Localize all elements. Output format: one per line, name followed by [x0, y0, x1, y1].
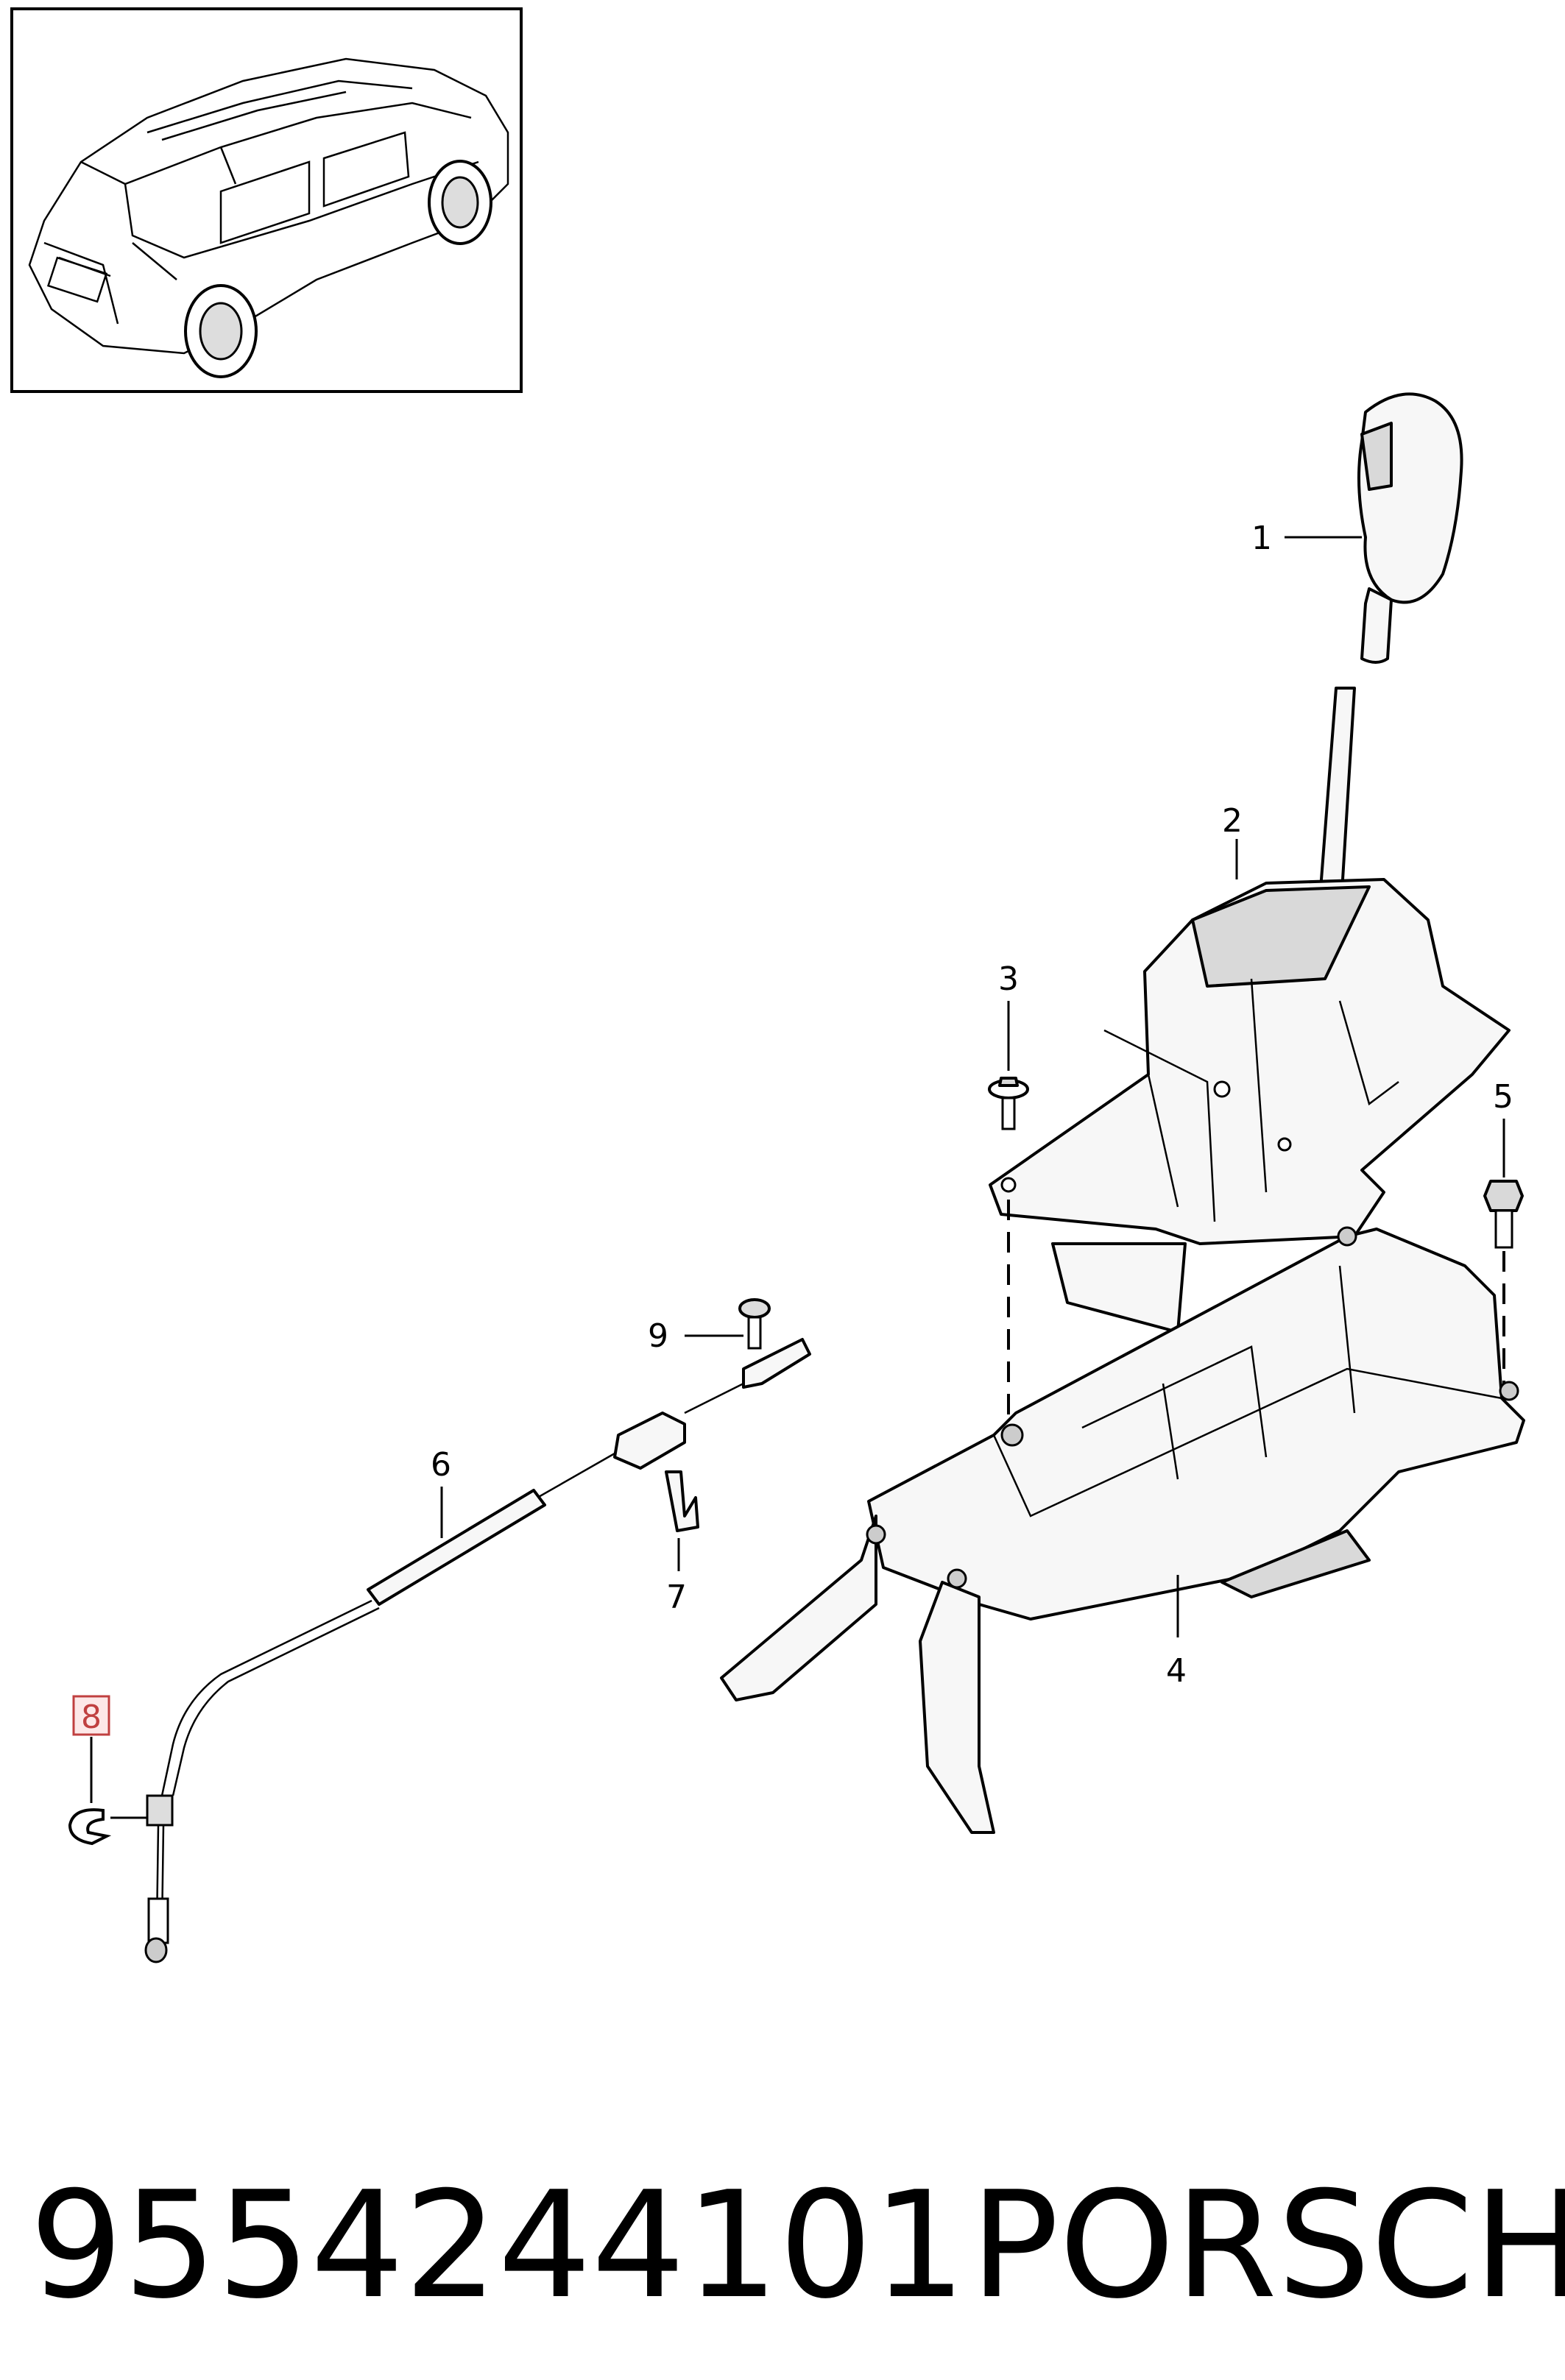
cable-screw-part[interactable]: [738, 1298, 771, 1350]
retaining-clip-part[interactable]: [665, 1470, 699, 1532]
callout-8: 8: [81, 1699, 102, 1736]
screw-with-washer-part[interactable]: [988, 1077, 1029, 1130]
shift-knob-part[interactable]: [1357, 392, 1463, 664]
callout-5: 5: [1493, 1078, 1513, 1116]
selector-housing-part[interactable]: [989, 687, 1511, 1334]
callout-7: 7: [666, 1579, 687, 1616]
selector-cable-part[interactable]: [144, 1338, 811, 1963]
circlip-part[interactable]: [68, 1808, 112, 1846]
part-number-text: 9554244101: [29, 2160, 966, 2331]
callout-8-selected[interactable]: 8: [72, 1695, 110, 1736]
callout-1: 1: [1251, 520, 1272, 557]
callout-2: 2: [1222, 802, 1243, 840]
callout-3: 3: [998, 960, 1019, 998]
front-wheel-icon: [428, 160, 492, 245]
vehicle-thumbnail: [10, 7, 523, 393]
hex-bolt-part[interactable]: [1483, 1180, 1524, 1249]
callout-4: 4: [1166, 1652, 1187, 1690]
callout-9: 9: [648, 1317, 668, 1355]
rear-wheel-icon: [184, 284, 258, 378]
brand-text: PORSCHE: [970, 2160, 1565, 2331]
callout-6: 6: [431, 1446, 451, 1484]
bracket-base-part[interactable]: [720, 1226, 1525, 1834]
